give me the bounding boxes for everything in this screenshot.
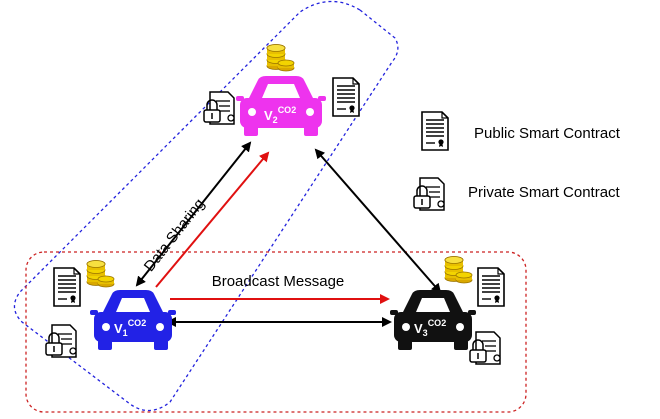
public-contract-icon <box>421 111 449 151</box>
vehicle-v2: V2CO2 <box>236 76 326 136</box>
vehicle-v2-label: V2CO2 <box>264 105 296 125</box>
legend: Public Smart Contract Private Smart Cont… <box>413 111 621 211</box>
vehicle-v3-label: V3CO2 <box>414 318 446 338</box>
arrow-v1-v2-data-sharing <box>135 141 252 287</box>
public-contract-icon <box>53 267 81 307</box>
arrow-v2-v3 <box>314 148 442 294</box>
public-contract-icon <box>332 77 360 117</box>
arrow-v1-v2-broadcast <box>155 151 270 288</box>
private-contract-icon <box>203 91 235 125</box>
red-group-boundary <box>25 251 527 413</box>
coin-stack-icon <box>266 44 295 72</box>
broadcast-message-label: Broadcast Message <box>212 273 345 290</box>
car-icon <box>390 290 476 350</box>
coin-stack-icon <box>444 256 473 284</box>
coin-stack-icon <box>86 260 115 288</box>
car-icon <box>90 290 176 350</box>
vehicle-v1: V1CO2 <box>90 290 176 350</box>
legend-public-label: Public Smart Contract <box>474 125 621 142</box>
vehicle-v1-label: V1CO2 <box>114 318 146 338</box>
car-icon <box>236 76 326 136</box>
public-contract-icon <box>477 267 505 307</box>
private-contract-icon <box>469 331 501 365</box>
vehicle-v3: V3CO2 <box>390 290 476 350</box>
blue-group-boundary <box>13 0 399 412</box>
private-contract-icon <box>413 177 445 211</box>
private-contract-icon <box>45 324 77 358</box>
legend-private-label: Private Smart Contract <box>468 184 621 201</box>
